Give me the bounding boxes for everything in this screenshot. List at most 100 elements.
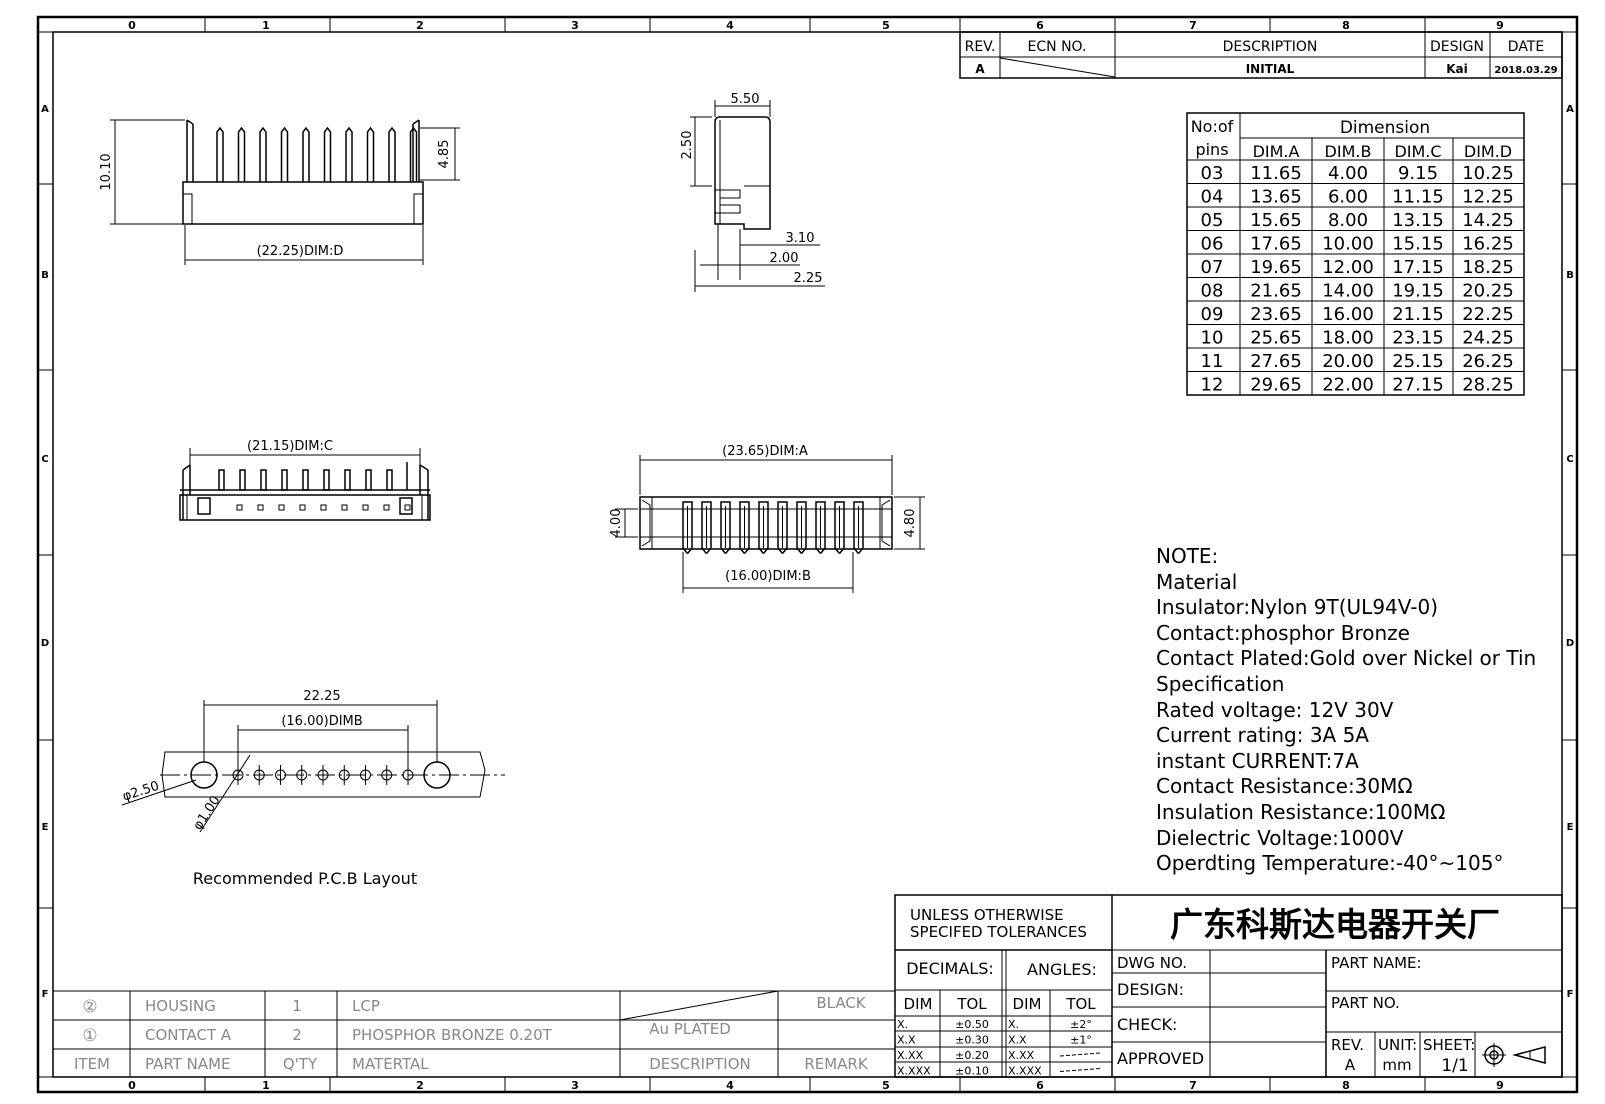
- dimension-cell: 19.65: [1250, 257, 1302, 278]
- dimension-cell: 12: [1201, 375, 1224, 396]
- pins-header-bottom: pins: [1195, 140, 1228, 159]
- top-pin: [796, 501, 807, 554]
- side-dim1-label: 3.10: [786, 231, 815, 246]
- dimension-cell: 03: [1201, 163, 1224, 184]
- ang-dim-header: DIM: [1013, 995, 1042, 1013]
- frame-row-label: F: [42, 989, 49, 1000]
- description-value: INITIAL: [1246, 62, 1295, 76]
- dimension-cell: 18.25: [1462, 257, 1514, 278]
- note-line: instant CURRENT:7A: [1156, 748, 1359, 773]
- note-line: Rated voltage: 12V 30V: [1156, 697, 1394, 722]
- side-dim3-label: 2.25: [794, 271, 823, 286]
- bom-header-material: MATERTAL: [352, 1055, 429, 1073]
- top-view: (23.65)DIM:A 4.00 4.80 (16.00)DIM:B: [609, 444, 925, 593]
- bottom-width-label: (21.15)DIM:C: [247, 439, 333, 454]
- front-pin: [366, 126, 375, 182]
- top-pin: [777, 501, 788, 554]
- frame-row-label: C: [1566, 454, 1573, 465]
- dimension-cell: 26.25: [1462, 351, 1514, 372]
- front-pin: [323, 126, 332, 182]
- frame-col-label: 3: [571, 19, 579, 32]
- frame-col-label: 9: [1496, 1079, 1504, 1092]
- tol-value-cell: ±0.30: [955, 1034, 989, 1047]
- note-line: Contact:phosphor Bronze: [1156, 620, 1410, 645]
- bottom-pin: [218, 469, 225, 491]
- bottom-view: (21.15)DIM:C: [179, 439, 431, 521]
- dimension-cell: 6.00: [1328, 187, 1368, 208]
- front-height-label: 10.10: [99, 153, 114, 190]
- front-pin: [345, 126, 353, 182]
- frame-col-label: 7: [1189, 19, 1197, 32]
- frame-col-label: 4: [726, 19, 734, 32]
- frame-col-label: 5: [882, 19, 890, 32]
- tol-blank-line: [1059, 1052, 1101, 1057]
- bom-row2-material: LCP: [352, 997, 380, 1015]
- bottom-pad: [320, 504, 327, 511]
- frame-col-label: 5: [882, 1079, 890, 1092]
- pcb-total-label: 22.25: [303, 689, 340, 704]
- bottom-pad: [404, 504, 411, 511]
- frame-col-label: 4: [726, 1079, 734, 1092]
- dec-tol-header: TOL: [956, 995, 987, 1013]
- dimension-cell: 12.00: [1322, 257, 1374, 278]
- dimension-cell: 16.25: [1462, 234, 1514, 255]
- frame-col-label: 2: [416, 19, 424, 32]
- frame-col-label: 0: [128, 1079, 136, 1092]
- dimension-cell: 17.65: [1250, 234, 1302, 255]
- side-dim2-label: 2.00: [770, 251, 799, 266]
- check-label: CHECK:: [1117, 1015, 1177, 1034]
- tol-dim-cell: X.XXX: [897, 1065, 931, 1078]
- unit-value: mm: [1382, 1056, 1411, 1074]
- dimension-cell: 25.15: [1392, 351, 1444, 372]
- dimension-cell: 22.25: [1462, 304, 1514, 325]
- tol-dim-cell: X.X: [897, 1034, 916, 1047]
- dimension-cell: 06: [1201, 234, 1224, 255]
- tolerance-line2: SPECIFED TOLERANCES: [910, 923, 1087, 941]
- frame-row-label: B: [41, 270, 49, 281]
- angles-label: ANGLES:: [1027, 960, 1097, 979]
- dimension-table: No:of pins Dimension DIM.A DIM.B DIM.C D…: [1186, 112, 1525, 396]
- bottom-pad: [341, 504, 348, 511]
- frame-row-label: A: [41, 104, 49, 115]
- dimension-cell: 27.15: [1392, 375, 1444, 396]
- dimension-cell: 28.25: [1462, 375, 1514, 396]
- bottom-pin: [344, 469, 351, 491]
- frame-row-label: A: [1566, 104, 1574, 115]
- bom-table: ② HOUSING 1 LCP BLACK ① CONTACT A 2 PHOS…: [53, 990, 895, 1077]
- top-width-label: (23.65)DIM:A: [722, 444, 808, 459]
- dimension-cell: 19.15: [1392, 281, 1444, 302]
- top-pin: [853, 501, 864, 554]
- frame-col-label: 0: [128, 19, 136, 32]
- tol-dim-cell: X.: [1008, 1018, 1019, 1031]
- dimension-cell: 23.65: [1250, 304, 1302, 325]
- tol-dim-cell: X.XX: [1008, 1049, 1035, 1062]
- bottom-pad: [236, 504, 243, 511]
- bottom-pin: [281, 469, 288, 491]
- sheet-value: 1/1: [1441, 1056, 1468, 1076]
- front-pin: [409, 126, 418, 182]
- note-line: Contact Plated:Gold over Nickel or Tin: [1156, 646, 1537, 671]
- frame-col-labels-bottom: 0 1 2 3 4 5 6 7 8 9: [128, 1079, 1504, 1092]
- frame-col-label: 1: [262, 1079, 270, 1092]
- tol-value-cell: ±0.50: [955, 1018, 989, 1031]
- ang-tol-header: TOL: [1065, 995, 1096, 1013]
- sheet-label: SHEET:: [1423, 1036, 1475, 1054]
- bom-row1-qty: 2: [292, 1026, 302, 1044]
- tol-dim-cell: X.XXX: [1008, 1065, 1042, 1078]
- ecn-header: ECN NO.: [1028, 39, 1087, 55]
- bottom-pad: [278, 504, 285, 511]
- dimension-cell: 11.65: [1250, 163, 1302, 184]
- note-line: Dielectric Voltage:1000V: [1156, 825, 1404, 850]
- bottom-pin: [365, 469, 372, 491]
- top-pin: [720, 501, 731, 554]
- front-pin: [280, 126, 289, 182]
- tol-value-cell: ±2°: [1070, 1018, 1092, 1031]
- title-block: UNLESS OTHERWISE SPECIFED TOLERANCES 广东科…: [894, 894, 1563, 1078]
- part-no-label: PART NO.: [1331, 994, 1400, 1012]
- bom-header-qty: Q'TY: [283, 1055, 318, 1073]
- note-line: Specification: [1156, 671, 1285, 696]
- date-value: 2018.03.29: [1494, 65, 1557, 76]
- unit-label: UNIT:: [1378, 1036, 1417, 1054]
- pcb-caption: Recommended P.C.B Layout: [193, 869, 417, 888]
